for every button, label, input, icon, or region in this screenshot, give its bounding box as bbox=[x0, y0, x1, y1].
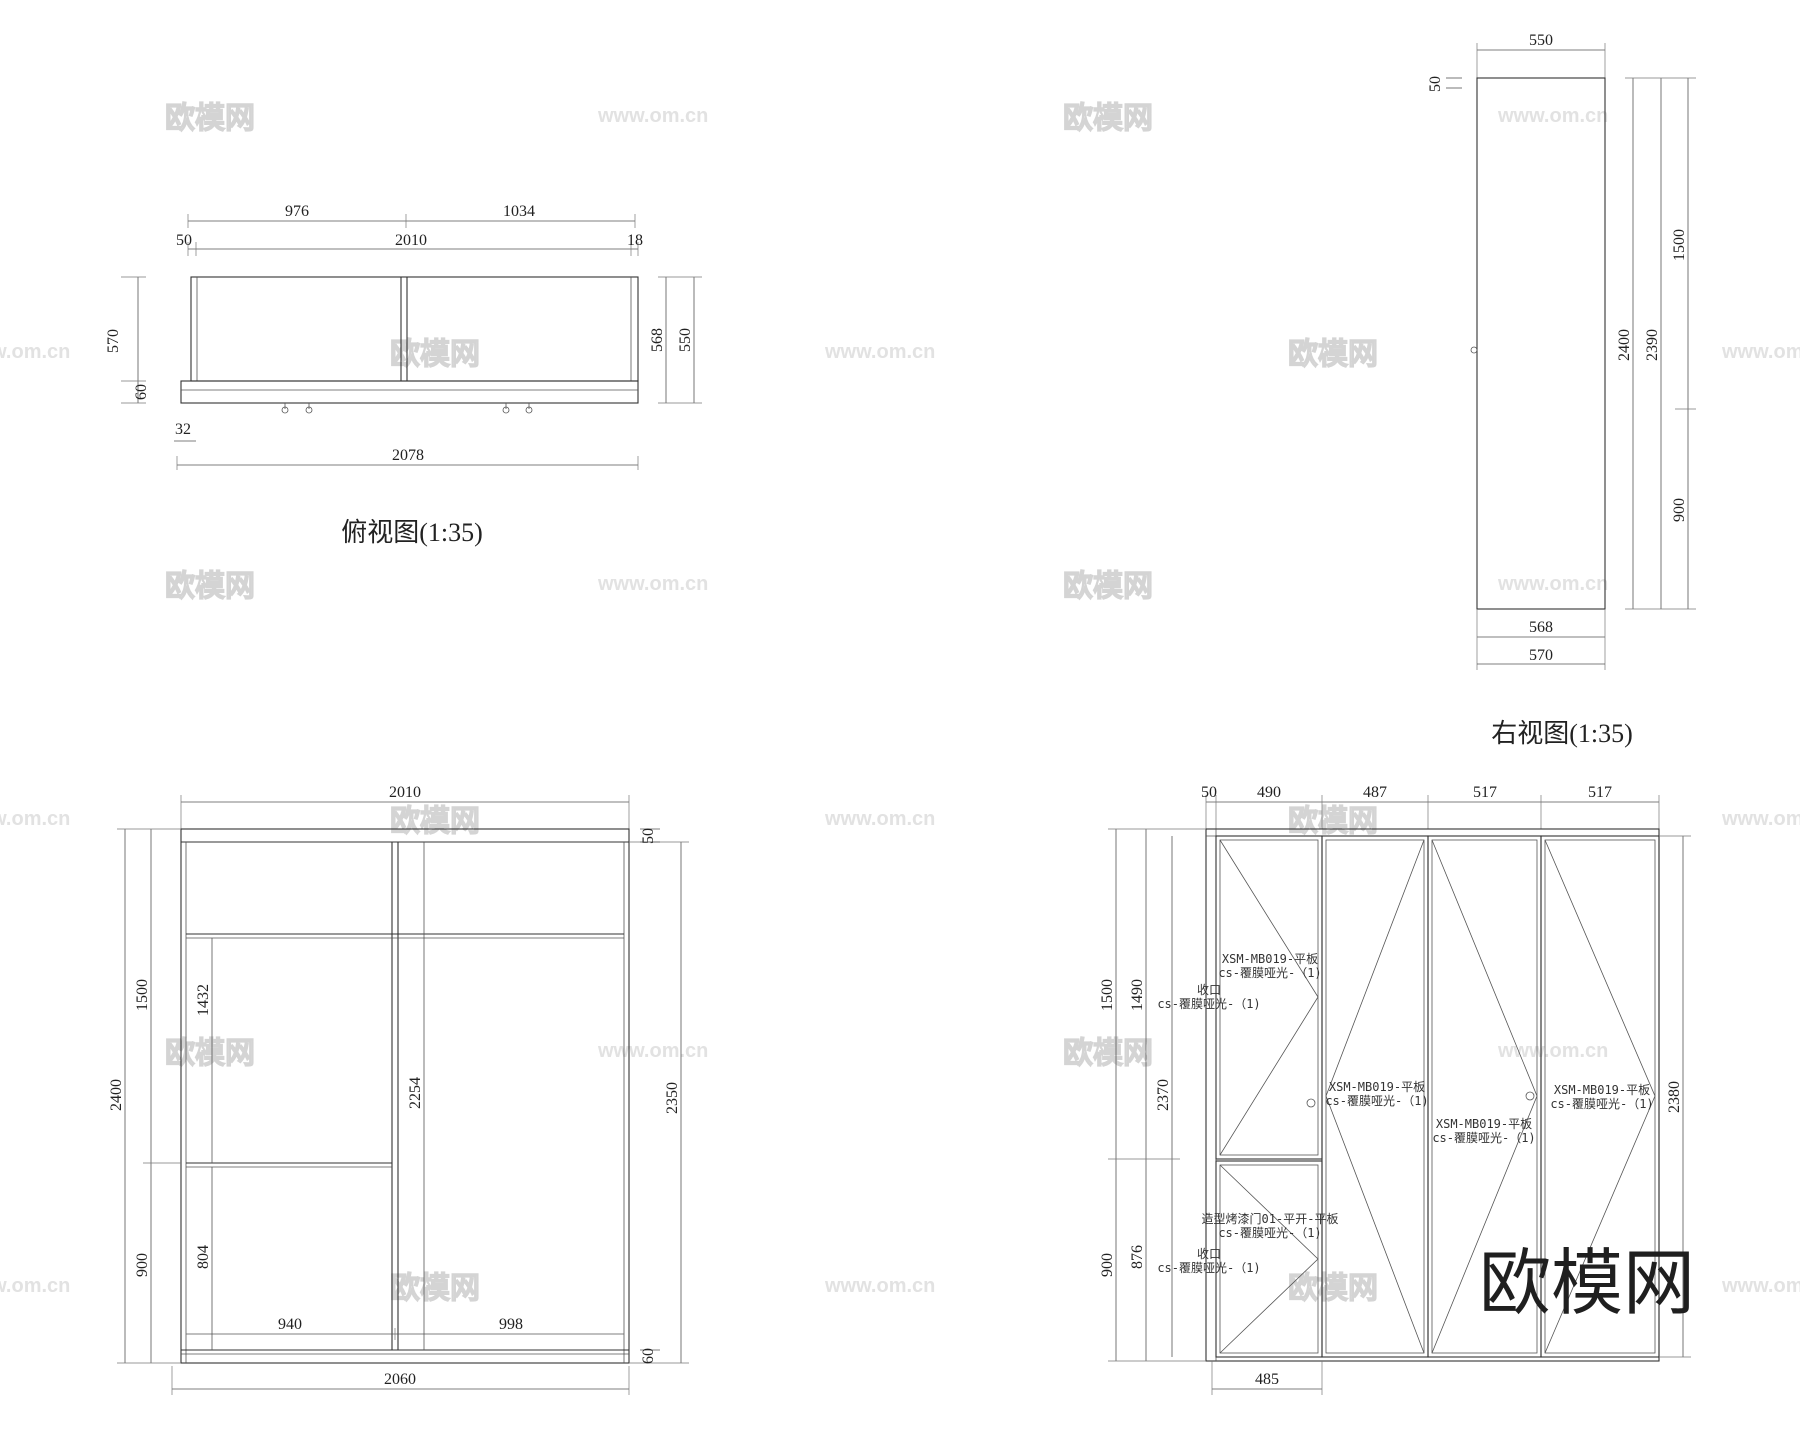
dim-top-depth-outer: 570 bbox=[105, 329, 122, 353]
dim-open-left-upper: 1500 bbox=[134, 979, 151, 1011]
watermark-url: www.om.cn bbox=[824, 1275, 935, 1297]
right-view-title: 右视图(1:35) bbox=[1491, 719, 1633, 748]
dim-open-left-lower: 900 bbox=[134, 1253, 151, 1277]
watermark-brand: 欧模网 bbox=[165, 1036, 255, 1071]
dim-doors-right-total: 2380 bbox=[1666, 1081, 1683, 1113]
note-door1-edge-line2: cs-覆膜哑光-（1) bbox=[1157, 997, 1260, 1011]
watermark-url: www.om.cn bbox=[0, 341, 70, 363]
note-door1-upper-line1: XSM-MB019-平板 bbox=[1222, 952, 1318, 966]
dim-top-offset: 32 bbox=[175, 421, 191, 438]
dim-open-divider-height: 2254 bbox=[407, 1077, 424, 1109]
dim-open-base: 60 bbox=[640, 1348, 657, 1364]
watermark-brand: 欧模网 bbox=[390, 337, 480, 372]
front-open-view: 2010 1500 2400 900 1432 804 2254 2350 bbox=[108, 784, 689, 1395]
watermark-brand: 欧模网 bbox=[1288, 804, 1378, 839]
watermark-brand: 欧模网 bbox=[1063, 1036, 1153, 1071]
dim-top-seg-right: 1034 bbox=[503, 203, 535, 220]
watermark-brand: 欧模网 bbox=[1063, 569, 1153, 604]
dim-doors-door-2: 487 bbox=[1363, 784, 1387, 801]
note-door3-line1: XSM-MB019-平板 bbox=[1436, 1117, 1532, 1131]
dim-right-bottom-outer: 570 bbox=[1529, 647, 1553, 664]
watermark-url: www.om.cn bbox=[1721, 808, 1800, 830]
dim-doors-door-3: 517 bbox=[1473, 784, 1497, 801]
dim-top-seg-left: 976 bbox=[285, 203, 309, 220]
dim-top-depth-right-inner: 568 bbox=[649, 328, 666, 352]
note-door1-upper-line2: cs-覆膜哑光-（1) bbox=[1218, 966, 1321, 980]
dim-top-edge-left: 50 bbox=[176, 232, 192, 249]
dim-top-edge-right: 18 bbox=[627, 232, 643, 249]
brand-logo: 欧模网 bbox=[1479, 1241, 1695, 1325]
note-door1-lower-edge-line2: cs-覆膜哑光-（1) bbox=[1157, 1261, 1260, 1275]
dim-doors-door-4: 517 bbox=[1588, 784, 1612, 801]
watermark-url: www.om.cn bbox=[1497, 105, 1608, 127]
note-door1-lower-line2: cs-覆膜哑光-（1) bbox=[1218, 1226, 1321, 1240]
watermark-url: www.om.cn bbox=[1497, 573, 1608, 595]
dim-open-bottom-right: 998 bbox=[499, 1316, 523, 1333]
dim-doors-door-total: 2370 bbox=[1155, 1079, 1172, 1111]
dim-top-depth-right-outer: 550 bbox=[677, 328, 694, 352]
note-door1-edge-line1: 收口 bbox=[1197, 983, 1221, 997]
watermark-url: www.om.cn bbox=[1721, 1275, 1800, 1297]
watermark-brand: 欧模网 bbox=[1063, 101, 1153, 136]
dim-right-height-a: 2400 bbox=[1616, 329, 1633, 361]
dim-right-bottom-inner: 568 bbox=[1529, 619, 1553, 636]
note-door2-line1: XSM-MB019-平板 bbox=[1329, 1080, 1425, 1094]
dim-right-upper: 1500 bbox=[1671, 229, 1688, 261]
dim-open-shelf-lower: 804 bbox=[195, 1245, 212, 1269]
watermark-url: www.om.cn bbox=[0, 1275, 70, 1297]
watermark-url: www.om.cn bbox=[824, 341, 935, 363]
dim-doors-edge: 50 bbox=[1201, 784, 1217, 801]
top-view: 976 1034 50 2010 18 570 60 bbox=[105, 203, 702, 547]
watermark-brand: 欧模网 bbox=[1288, 1271, 1378, 1306]
dim-doors-door-upper: 1490 bbox=[1129, 979, 1146, 1011]
note-door4-line1: XSM-MB019-平板 bbox=[1554, 1083, 1650, 1097]
note-door1-lower-line1: 造型烤漆门01-平开-平板 bbox=[1202, 1211, 1339, 1226]
front-doors-view: 50 490 487 517 517 bbox=[1099, 784, 1691, 1395]
note-door1-lower-edge-line1: 收口 bbox=[1197, 1247, 1221, 1261]
watermark-brand: 欧模网 bbox=[1288, 337, 1378, 372]
note-door2-line2: cs-覆膜哑光-（1) bbox=[1325, 1094, 1428, 1108]
dim-right-top-edge: 50 bbox=[1427, 76, 1444, 92]
dim-doors-outer-upper: 1500 bbox=[1099, 979, 1116, 1011]
watermark-url: www.om.cn bbox=[597, 1040, 708, 1062]
watermark-url: www.om.cn bbox=[1721, 341, 1800, 363]
note-door4-line2: cs-覆膜哑光-（1) bbox=[1550, 1097, 1653, 1111]
dim-top-overall-outer: 2078 bbox=[392, 447, 424, 464]
watermark-brand: 欧模网 bbox=[165, 569, 255, 604]
dim-open-top-band: 50 bbox=[640, 828, 657, 844]
dim-doors-door-1: 490 bbox=[1257, 784, 1281, 801]
dim-open-left-total: 2400 bbox=[108, 1079, 125, 1111]
watermark-url: www.om.cn bbox=[597, 573, 708, 595]
note-door3-line2: cs-覆膜哑光-（1) bbox=[1432, 1131, 1535, 1145]
watermark-url: www.om.cn bbox=[1497, 1040, 1608, 1062]
watermark-layer: 欧模网 www.om.cn 欧模网 www.om.cn www.om.cn 欧模… bbox=[0, 100, 1800, 1306]
watermark-url: www.om.cn bbox=[597, 105, 708, 127]
dim-open-bottom-left: 940 bbox=[278, 1316, 302, 1333]
top-view-title: 俯视图(1:35) bbox=[341, 518, 483, 547]
dim-right-height-b: 2390 bbox=[1644, 329, 1661, 361]
dim-top-base-height: 60 bbox=[133, 384, 150, 400]
dim-right-lower: 900 bbox=[1671, 498, 1688, 522]
dim-doors-door-lower: 876 bbox=[1129, 1245, 1146, 1269]
dim-doors-outer-lower: 900 bbox=[1099, 1253, 1116, 1277]
watermark-url: www.om.cn bbox=[0, 808, 70, 830]
dim-doors-bottom-door: 485 bbox=[1255, 1371, 1279, 1388]
watermark-url: www.om.cn bbox=[824, 808, 935, 830]
dim-top-overall-inner: 2010 bbox=[395, 232, 427, 249]
dim-right-top-width: 550 bbox=[1529, 32, 1553, 49]
watermark-brand: 欧模网 bbox=[165, 101, 255, 136]
dim-open-top-width: 2010 bbox=[389, 784, 421, 801]
right-view: 550 50 2400 2390 1500 900 568 570 右视图(1:… bbox=[1427, 32, 1696, 748]
dim-open-shelf-upper: 1432 bbox=[195, 984, 212, 1016]
dim-open-right-total: 2350 bbox=[664, 1082, 681, 1114]
watermark-brand: 欧模网 bbox=[390, 804, 480, 839]
watermark-brand: 欧模网 bbox=[390, 1271, 480, 1306]
dim-open-bottom-overall: 2060 bbox=[384, 1371, 416, 1388]
